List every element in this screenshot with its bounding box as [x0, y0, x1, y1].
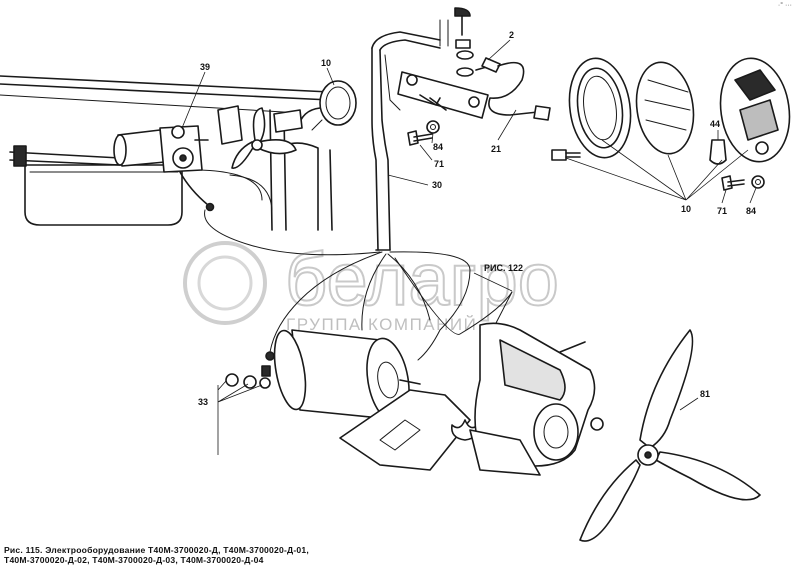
callout-10-bottom: 10	[681, 204, 691, 214]
callout-84-left: 84	[433, 142, 443, 152]
callout-30: 30	[432, 180, 442, 190]
dome-lamp	[311, 80, 357, 131]
fan-impeller	[579, 329, 761, 542]
lead-wire-21	[488, 61, 551, 121]
cross-reference-label: РИС. 122	[484, 263, 523, 273]
washer-tank	[9, 145, 183, 226]
wiring-harness	[204, 31, 513, 361]
caption-line-1: Рис. 115. Электрооборудование Т40М-37000…	[4, 545, 309, 555]
watermark-tagline: ГРУППА КОМПАНИЙ	[286, 315, 477, 334]
heater-motor	[225, 329, 480, 471]
callout-84-right: 84	[746, 206, 756, 216]
wiper-motor	[113, 125, 215, 212]
leader-lines	[181, 39, 757, 455]
belagro-watermark: белагро ГРУППА КОМПАНИЙ	[183, 237, 560, 334]
fan-bracket	[469, 322, 604, 476]
corner-mark: ·° ···	[777, 2, 792, 9]
callout-2: 2	[509, 30, 514, 40]
figure-caption: Рис. 115. Электрооборудование Т40М-37000…	[4, 545, 309, 565]
callout-labels: 39 10 2 21 84 71 30 44 10 71 84 33 81 РИ…	[198, 30, 756, 407]
callout-71-left: 71	[434, 159, 444, 169]
callout-81: 81	[700, 389, 710, 399]
bolt-and-nut-left	[407, 120, 440, 146]
headlamp-assembly	[551, 57, 791, 165]
callout-39: 39	[200, 62, 210, 72]
watermark-brand: белагро	[285, 238, 559, 321]
cab-fan	[217, 105, 303, 169]
callout-33: 33	[198, 397, 208, 407]
callout-21: 21	[491, 144, 501, 154]
callout-44: 44	[710, 119, 720, 129]
bolt-and-nut-right	[721, 175, 765, 191]
terminal-plate	[397, 7, 501, 119]
callout-10-lamp: 10	[321, 58, 331, 68]
callout-71-right: 71	[717, 206, 727, 216]
caption-line-2: Т40М-3700020-Д-02, Т40М-3700020-Д-03, Т4…	[4, 555, 264, 565]
